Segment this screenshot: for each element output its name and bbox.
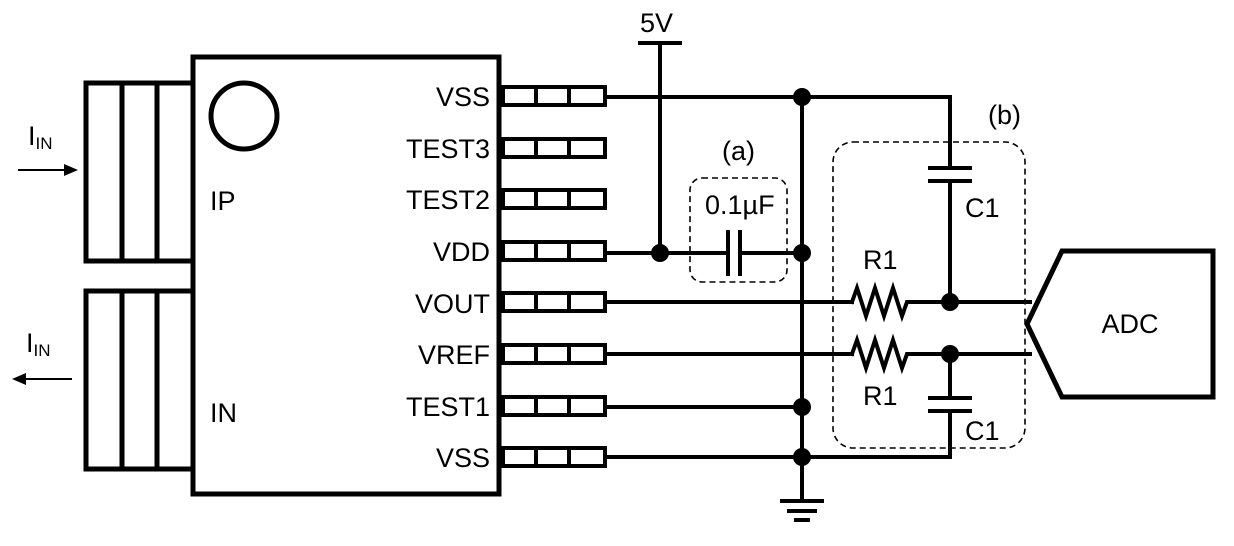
pin-label-test2: TEST2 [406,185,490,215]
pin-label-vout: VOUT [415,289,490,319]
pin-label-vss-bottom: VSS [436,443,490,473]
note-b-label: (b) [988,100,1021,130]
current-in-sub: IN [36,134,53,153]
current-in-arrow [18,164,78,176]
r1-top-label: R1 [863,245,898,275]
pin-pad-vss-bottom [501,446,607,468]
current-out-arrow [12,373,72,385]
pin-pad-test2 [501,188,607,210]
r1-bottom-label: R1 [863,381,898,411]
cap-value-label: 0.1µF [705,190,775,220]
decoupling-capacitor [726,230,742,276]
current-out-label: IIN [26,328,51,360]
ip-label: IP [210,186,236,216]
in-busbar [83,288,196,472]
box-a [689,177,788,283]
capacitor-c1-top [928,166,972,183]
resistor-r1-bottom [849,333,914,375]
pin-pad-vdd [501,240,607,262]
pin-pads [501,85,607,468]
ground-symbol [780,499,824,522]
pin-label-test3: TEST3 [406,134,490,164]
pin-pad-test1 [501,395,607,417]
pin-label-test1: TEST1 [406,392,490,422]
pin-pad-vref [501,343,607,365]
current-in-main: I [28,121,36,151]
capacitor-c1-bottom [928,396,972,413]
pin-pad-test3 [501,137,607,159]
c1-bottom-label: C1 [965,416,1000,446]
adc-label: ADC [1101,309,1158,339]
adc-block [1024,248,1216,400]
ip-busbar [83,80,196,264]
in-label: IN [210,398,237,428]
current-out-main: I [26,328,34,358]
current-in-label: IIN [28,121,53,153]
supply-label: 5V [640,8,673,38]
pin-pad-vss-top [501,85,607,107]
pin-label-vdd: VDD [433,237,490,267]
junction-dots [651,88,959,466]
pin-label-vss-top: VSS [436,82,490,112]
c1-top-label: C1 [965,193,1000,223]
box-b [832,141,1026,449]
note-a-label: (a) [722,136,755,166]
pin-label-vref: VREF [418,340,490,370]
resistor-r1-top [849,281,914,323]
ic-body [190,54,502,497]
pin-pad-vout [501,291,607,313]
pin1-marker [208,80,280,152]
current-out-sub: IN [34,341,51,360]
